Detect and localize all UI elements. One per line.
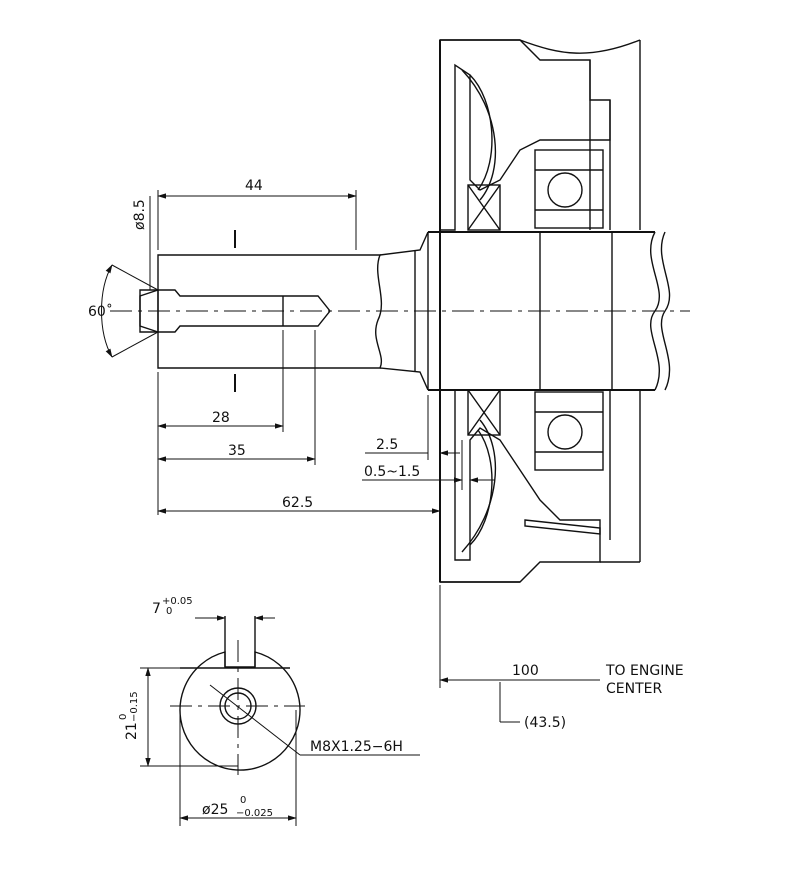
dim-60-degree: 60˚	[88, 303, 113, 320]
cross-section-body	[179, 651, 301, 771]
shaft-end-section	[157, 254, 383, 369]
dim-key-width: 7	[152, 601, 161, 617]
dim-dia-tol-lower: −0.025	[236, 808, 273, 819]
shaft-cross-section	[140, 615, 420, 826]
ball-lower	[547, 414, 583, 450]
dim-35: 35	[228, 443, 246, 459]
dim-43-5: (43.5)	[524, 715, 566, 731]
dim-44: 44	[245, 178, 263, 194]
dim-flat-base: 21	[124, 722, 140, 740]
dim-62-5: 62.5	[282, 495, 313, 511]
dim-dia-8-5: ø8.5	[132, 199, 148, 230]
dim-key-tol-upper: +0.05	[162, 596, 193, 607]
dim-28: 28	[212, 410, 230, 426]
dim-dia-base: ø25	[202, 802, 228, 818]
thread-callout: M8X1.25−6H	[310, 739, 403, 755]
ball-upper	[547, 172, 583, 208]
dim-100: 100	[512, 663, 539, 679]
dim-0-5-1-5: 0.5~1.5	[364, 464, 420, 480]
section-mark-bottom: I	[231, 399, 232, 401]
dim-dia-tol-upper: 0	[240, 795, 246, 806]
dim-2-5: 2.5	[376, 437, 398, 453]
section-mark-top: I	[231, 225, 232, 227]
housing-upper-section	[439, 39, 611, 231]
dim-flat-tol-upper: 0	[118, 714, 129, 720]
dim-key-tol-lower: 0	[166, 606, 172, 617]
crankshaft	[110, 230, 690, 392]
dimension-lines	[101, 190, 600, 723]
dim-flat-tol-lower: −0.15	[129, 691, 140, 722]
housing-lower-section	[439, 389, 601, 583]
note-line-2: CENTER	[606, 681, 662, 697]
engine-housing	[439, 39, 641, 583]
note-line-1: TO ENGINE	[605, 663, 684, 679]
